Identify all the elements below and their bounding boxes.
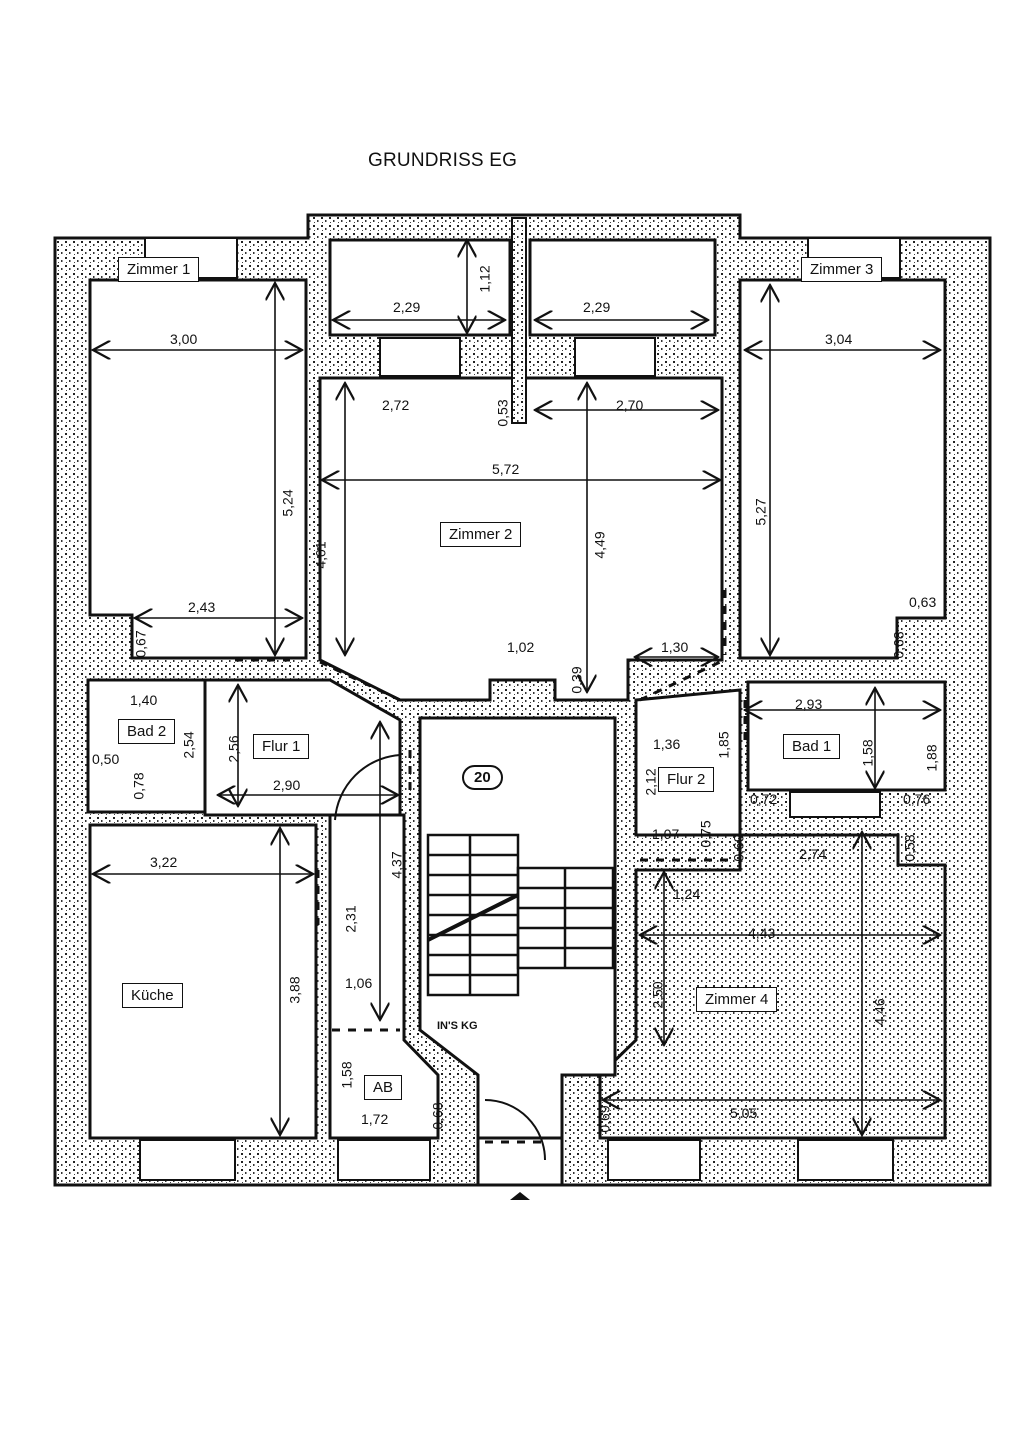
page-title: GRUNDRISS EG: [368, 150, 518, 171]
dim-z4-notch-left: 0,69: [730, 834, 747, 862]
dim-kueche-door: 2,31: [342, 905, 359, 933]
room-label-flur-1: Flur 1: [253, 734, 310, 759]
dim-z2-wall: 0,53: [494, 399, 511, 427]
dim-flur2-notch: 0,75: [697, 820, 714, 848]
dimension-lines: [93, 240, 940, 1135]
dim-bad2-w: 1,40: [130, 692, 158, 708]
dim-ab-diag: 0,68: [429, 1102, 446, 1130]
dim-bad1-h-right: 1,88: [923, 744, 940, 772]
dim-bad1-left: 0,72: [750, 791, 778, 807]
dim-flur2-h: 2,12: [642, 768, 659, 796]
dim-z4-door: 1,24: [673, 886, 701, 902]
room-label-bad-2: Bad 2: [118, 719, 176, 744]
room-label-flur-2: Flur 2: [658, 767, 715, 792]
staircase: [426, 833, 615, 997]
room-label-zimmer-2: Zimmer 2: [440, 522, 522, 547]
dim-z4-h-left: 2,50: [649, 981, 666, 1009]
dim-z3-notch-w: 0,63: [909, 594, 937, 610]
dim-z1-notch: 0,67: [132, 630, 149, 658]
dim-z4-diag: 0,69: [596, 1105, 613, 1133]
dim-z2-left-w: 2,72: [382, 397, 410, 413]
dim-z4-h: 4,46: [871, 998, 888, 1026]
dim-z2-chimney: 1,02: [507, 639, 535, 655]
room-label-ab: AB: [364, 1075, 403, 1100]
room-label-bad-1: Bad 1: [783, 734, 841, 759]
dim-balcony-right-w: 2,29: [583, 299, 611, 315]
room-label-kueche: Küche: [122, 983, 183, 1008]
dim-flur1-h: 2,56: [225, 735, 242, 763]
dim-z3-notch-h: 0,68: [890, 631, 907, 659]
dim-ab-h: 1,58: [338, 1061, 355, 1089]
dim-corridor-h: 4,37: [388, 851, 405, 879]
room-label-zimmer-3: Zimmer 3: [801, 257, 883, 282]
dim-flur2-wall-h: 1,85: [715, 731, 732, 759]
dim-z4-w-bottom: 5,05: [730, 1105, 758, 1121]
dim-flur2-w-bottom: 1,07: [652, 826, 680, 842]
dim-corridor-w: 1,06: [345, 975, 373, 991]
dim-z3-w: 3,04: [825, 331, 853, 347]
dim-z4-top-w: 2,74: [799, 846, 827, 862]
dim-balcony-left-w: 2,29: [393, 299, 421, 315]
dim-bad1-right: 0,76: [903, 791, 931, 807]
dim-ab-w: 1,72: [361, 1111, 389, 1127]
dim-kueche-w: 3,22: [150, 854, 178, 870]
dim-flur2-w-top: 1,36: [653, 736, 681, 752]
dim-z2-door-w: 1,30: [661, 639, 689, 655]
dim-bad2-h: 2,54: [180, 731, 197, 759]
dim-z4-notch-right: 0,58: [901, 834, 918, 862]
dim-z2-right-w: 2,70: [616, 397, 644, 413]
dim-z3-h: 5,27: [752, 498, 769, 526]
dim-kueche-h: 3,88: [286, 976, 303, 1004]
dim-z1-w: 3,00: [170, 331, 198, 347]
dim-flur1-w: 2,90: [273, 777, 301, 793]
dim-bad2-shower-h: 0,78: [130, 772, 147, 800]
dim-balcony-h: 1,12: [476, 265, 493, 293]
dim-z1-w-bottom: 2,43: [188, 599, 216, 615]
room-label-zimmer-1: Zimmer 1: [118, 257, 200, 282]
dim-z2-h-left: 4,01: [312, 541, 329, 569]
dim-bad2-shower-w: 0,50: [92, 751, 120, 767]
dim-z2-h: 4,49: [591, 531, 608, 559]
stair-note: IN'S KG: [437, 1020, 478, 1032]
dim-bad1-h: 1,58: [859, 739, 876, 767]
dim-bad1-w: 2,93: [795, 696, 823, 712]
room-label-zimmer-4: Zimmer 4: [696, 987, 778, 1012]
dim-z2-chimney-h: 0,39: [568, 666, 585, 694]
stair-number-badge: 20: [462, 765, 503, 790]
dim-z2-w: 5,72: [492, 461, 520, 477]
dim-z1-h: 5,24: [279, 489, 296, 517]
dim-z4-w: 4,43: [748, 925, 776, 941]
